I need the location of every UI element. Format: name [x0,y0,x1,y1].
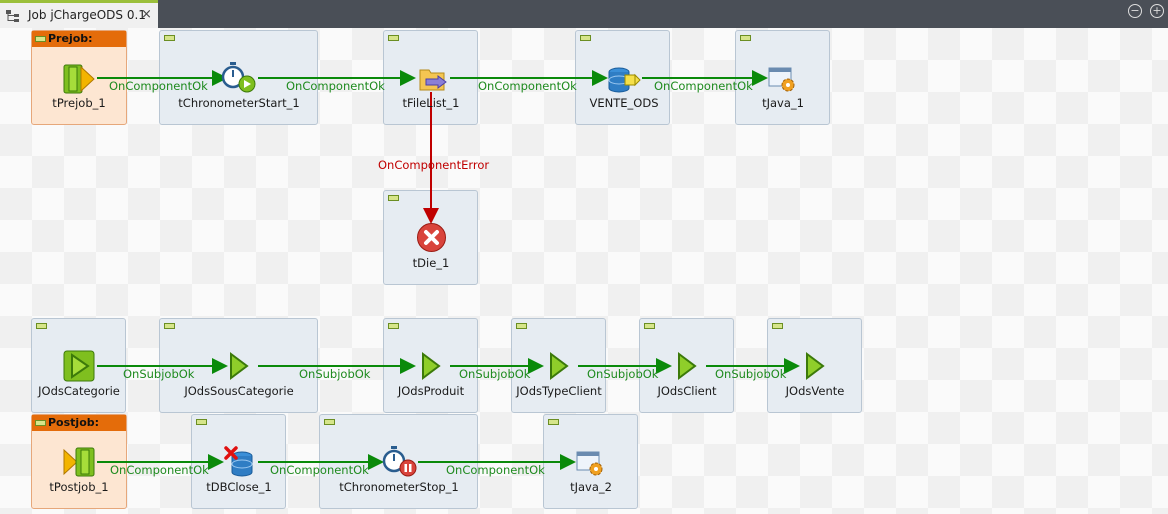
maximize-icon[interactable]: + [1150,4,1164,18]
run-job-icon[interactable] [804,352,826,380]
link-label[interactable]: OnComponentOk [478,79,577,93]
stopwatch-start-icon[interactable] [221,62,257,94]
collapse-toggle[interactable] [772,323,783,329]
stopwatch-stop-icon[interactable] [382,446,418,478]
link-label[interactable]: OnSubjobOk [587,367,659,381]
collapse-toggle[interactable] [388,35,399,41]
collapse-toggle[interactable] [324,419,335,425]
collapse-toggle[interactable] [516,323,527,329]
link-label[interactable]: OnSubjobOk [123,367,195,381]
link-label[interactable]: OnComponentOk [286,79,385,93]
component-label[interactable]: JOdsTypeClient [516,384,602,398]
collapse-toggle[interactable] [388,195,399,201]
database-output-icon[interactable] [607,66,641,94]
java-icon[interactable] [575,450,605,478]
component-label[interactable]: tDie_1 [412,256,450,270]
component-label[interactable]: tPostjob_1 [49,480,109,494]
collapse-toggle[interactable] [740,35,751,41]
link-label[interactable]: OnComponentOk [446,463,545,477]
collapse-toggle[interactable] [164,35,175,41]
database-close-icon[interactable] [224,446,256,478]
collapse-toggle[interactable] [196,419,207,425]
run-job-icon[interactable] [548,352,570,380]
collapse-toggle[interactable] [36,323,47,329]
folder-list-icon[interactable] [418,64,448,94]
postjob-header: Postjob: [32,415,126,431]
job-icon [6,10,19,22]
component-label[interactable]: JOdsCategorie [38,384,120,398]
minimize-icon[interactable]: − [1128,4,1142,18]
component-label[interactable]: JOdsClient [657,384,717,398]
tprejob-icon[interactable] [63,64,95,94]
component-label[interactable]: VENTE_ODS [589,96,659,110]
link-label[interactable]: OnComponentOk [109,79,208,93]
link-label[interactable]: OnComponentOk [110,463,209,477]
link-label[interactable]: OnSubjobOk [459,367,531,381]
collapse-toggle[interactable] [644,323,655,329]
collapse-toggle[interactable] [35,420,46,426]
postjob-title: Postjob: [48,416,100,429]
collapse-toggle[interactable] [388,323,399,329]
tpostjob-icon[interactable] [63,447,95,477]
close-tab-icon[interactable]: × [141,7,152,22]
link-label[interactable]: OnSubjobOk [715,367,787,381]
component-label[interactable]: tFileList_1 [402,96,460,110]
java-icon[interactable] [767,66,797,94]
prejob-title: Prejob: [48,32,93,45]
run-job-icon[interactable] [228,352,250,380]
component-label[interactable]: tJava_2 [570,480,612,494]
component-label[interactable]: tDBClose_1 [206,480,272,494]
link-label-error[interactable]: OnComponentError [378,158,490,172]
editor-tab-bar: Job jChargeODS 0.1 × − + [0,0,1168,28]
link-label[interactable]: OnSubjobOk [299,367,371,381]
prejob-header: Prejob: [32,31,126,47]
link-label[interactable]: OnComponentOk [654,79,753,93]
link-label[interactable]: OnComponentOk [270,463,369,477]
die-icon[interactable] [416,222,447,253]
collapse-toggle[interactable] [580,35,591,41]
component-label[interactable]: tPrejob_1 [52,96,106,110]
tab-label: Job jChargeODS 0.1 [28,8,146,22]
collapse-toggle[interactable] [35,36,46,42]
component-label[interactable]: tJava_1 [762,96,804,110]
collapse-toggle[interactable] [164,323,175,329]
component-label[interactable]: JOdsSousCategorie [184,384,294,398]
run-job-icon[interactable] [420,352,442,380]
component-label[interactable]: tChronometerStop_1 [339,480,459,494]
job-tab[interactable]: Job jChargeODS 0.1 × [0,0,158,28]
component-label[interactable]: tChronometerStart_1 [178,96,300,110]
run-job-icon[interactable] [63,350,95,382]
component-label[interactable]: JOdsProduit [397,384,465,398]
component-label[interactable]: JOdsVente [785,384,845,398]
collapse-toggle[interactable] [548,419,559,425]
run-job-icon[interactable] [676,352,698,380]
